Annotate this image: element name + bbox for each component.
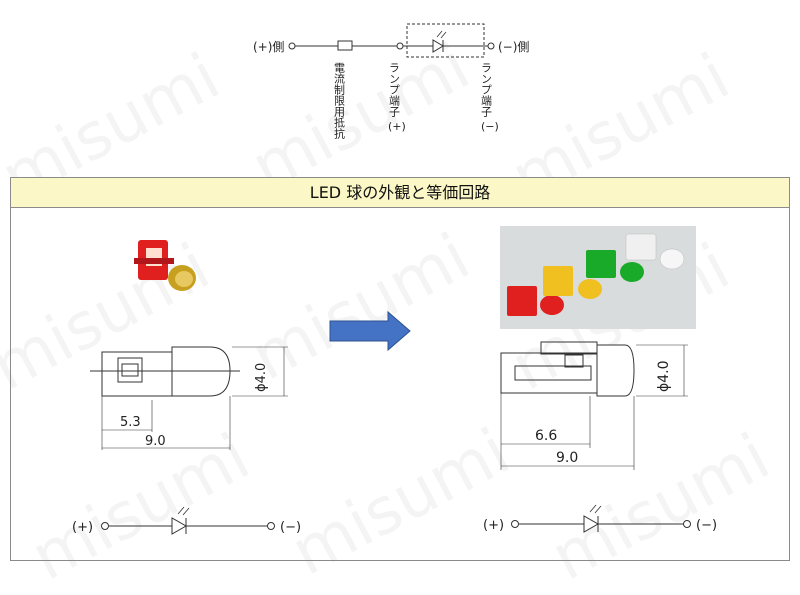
panel-drawings: 5.3 9.0 ϕ4.0 6.6 9.0 ϕ4.0 (+) (−) [72, 226, 717, 535]
right-dim-diameter: ϕ4.0 [656, 361, 672, 393]
right-arrow-icon [329, 310, 411, 352]
lamp-plus-sign: (+) [388, 120, 406, 133]
left-dim-inner: 5.3 [120, 415, 141, 430]
left-equivalent-circuit [101, 506, 275, 535]
right-dim-total: 9.0 [556, 450, 578, 466]
left-dim-total: 9.0 [145, 434, 166, 449]
panel-title: LED 球の外観と等価回路 [11, 178, 789, 208]
resistor-label: 電流制限用抵抗 [333, 62, 346, 140]
left-dimension-drawing [90, 346, 288, 450]
right-dim-inner: 6.6 [535, 428, 557, 444]
left-equiv-minus: (−) [280, 520, 301, 535]
lamp-minus-label: ランプ端子 [480, 62, 493, 117]
lamp-minus-terminal [487, 42, 495, 50]
led-appearance-panel: LED 球の外観と等価回路 [10, 177, 790, 561]
lamp-plus-label: ランプ端子 [388, 62, 401, 117]
plus-side-label: (+)側 [253, 40, 284, 54]
minus-side-label: (−)側 [498, 40, 529, 54]
lamp-minus-sign: (−) [481, 120, 499, 133]
right-equiv-minus: (−) [696, 518, 717, 533]
right-dimension-drawing [500, 341, 688, 470]
right-equiv-plus: (+) [483, 518, 504, 533]
left-dim-diameter: ϕ4.0 [254, 363, 269, 392]
top-circuit-diagram: (+)側 (−)側 電流制限用抵抗 ランプ端子 (+) ランプ端子 (−) [253, 23, 529, 140]
right-equivalent-circuit [511, 504, 691, 533]
four-color-led-photo [500, 226, 696, 329]
led-symbol-icon [432, 30, 447, 53]
red-led-photo [134, 240, 196, 291]
left-equiv-plus: (+) [72, 520, 93, 535]
